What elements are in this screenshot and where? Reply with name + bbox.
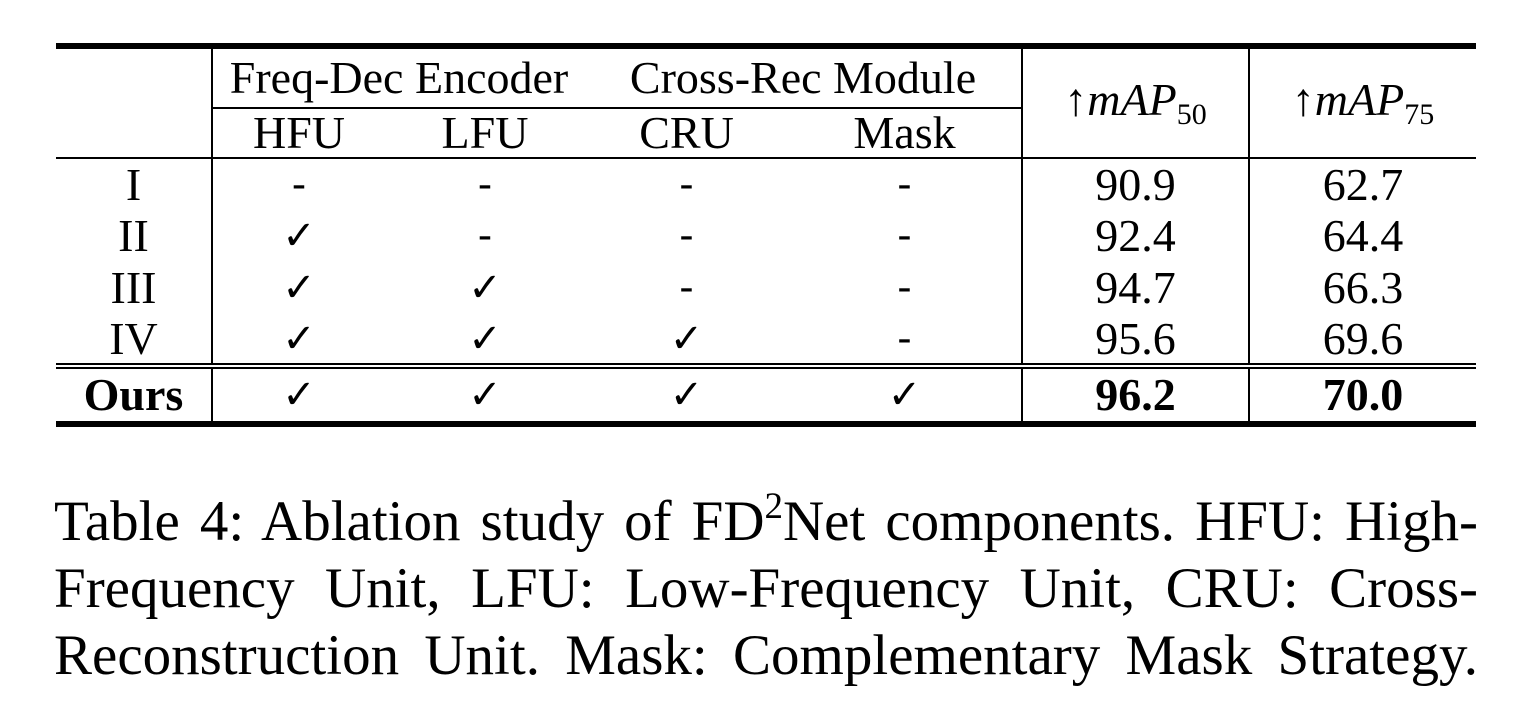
table-row: I - - - - 90.9 62.7 [56, 158, 1477, 210]
cell-hfu-mark: ✓ [212, 363, 385, 424]
header-group-cross-rec: Cross-Rec Module [585, 46, 1023, 109]
cell-map75-value: 70.0 [1248, 363, 1477, 424]
header-sub-hfu: HFU [212, 108, 385, 159]
row-label: II [56, 210, 213, 262]
map75-subscript: 75 [1404, 97, 1435, 131]
header-group-freq-dec: Freq-Dec Encoder [212, 46, 586, 109]
up-arrow-icon: ↑ [1291, 73, 1315, 125]
cell-map50-value: 90.9 [1021, 158, 1250, 210]
row-label: IV [56, 314, 213, 366]
table-caption: Table 4: Ablation study of FD2Net compon… [54, 488, 1478, 689]
cell-lfu-mark: ✓ [468, 315, 502, 362]
cell-cru-mark: ✓ [585, 363, 789, 424]
caption-line-2: Frequency Unit, LFU: Low-Frequency Unit,… [54, 557, 1478, 620]
caption-line-1: Table 4: Ablation study of FD2Net compon… [54, 488, 1478, 555]
header-sub-mask: Mask [788, 108, 1023, 159]
cell-mask-mark: - [897, 161, 912, 208]
row-label: III [56, 262, 213, 314]
cell-mask-mark: - [897, 213, 912, 259]
cell-mask-mark: ✓ [788, 363, 1023, 424]
cell-hfu-mark: ✓ [282, 265, 316, 311]
table-row-ours: Ours ✓ ✓ ✓ ✓ 96.2 70.0 [56, 363, 1477, 424]
cell-mask-mark: - [897, 315, 912, 362]
cell-map50-value: 95.6 [1021, 314, 1250, 366]
caption-line1-pre: Table 4: Ablation study of FD [54, 490, 765, 553]
cell-map50-value: 94.7 [1021, 262, 1250, 314]
row-label: Ours [56, 363, 213, 424]
map50-name: mAP [1087, 73, 1177, 125]
cell-cru-mark: ✓ [669, 315, 704, 362]
header-sub-cru: CRU [585, 108, 789, 159]
table-row: IV ✓ ✓ ✓ - 95.6 69.6 [56, 314, 1477, 366]
up-arrow-icon: ↑ [1064, 73, 1088, 125]
cell-lfu-mark: - [477, 161, 493, 208]
cell-map50-value: 96.2 [1021, 363, 1250, 424]
cell-map75-value: 64.4 [1248, 210, 1477, 262]
cell-hfu-mark: - [291, 161, 307, 208]
ablation-table-wrap: Freq-Dec Encoder Cross-Rec Module ↑mAP50… [56, 43, 1477, 427]
row-label: I [56, 158, 213, 210]
cell-lfu-mark: ✓ [468, 265, 502, 311]
cell-map75-value: 66.3 [1248, 262, 1477, 314]
ablation-table: Freq-Dec Encoder Cross-Rec Module ↑mAP50… [56, 43, 1477, 427]
caption-line-3: Reconstruction Unit. Mask: Complementary… [54, 624, 1478, 687]
cell-hfu-mark: ✓ [282, 315, 316, 362]
header-map75: ↑mAP75 [1248, 46, 1477, 159]
cell-cru-mark: - [679, 213, 694, 259]
map75-name: mAP [1314, 73, 1405, 125]
map50-subscript: 50 [1176, 97, 1207, 131]
header-corner-cell [56, 46, 213, 159]
header-sub-lfu: LFU [385, 108, 586, 159]
cell-hfu-mark: ✓ [282, 213, 316, 259]
cell-map75-value: 62.7 [1248, 158, 1477, 210]
cell-mask-mark: - [897, 265, 912, 311]
table-row: III ✓ ✓ - - 94.7 66.3 [56, 262, 1477, 314]
cell-lfu-mark: - [477, 213, 493, 259]
cell-lfu-mark: ✓ [385, 363, 586, 424]
cell-map50-value: 92.4 [1021, 210, 1250, 262]
cell-cru-mark: - [679, 265, 694, 311]
caption-superscript-2: 2 [764, 486, 784, 527]
caption-line1-post: Net components. HFU: High- [783, 490, 1478, 553]
cell-cru-mark: - [679, 161, 694, 208]
header-map50: ↑mAP50 [1021, 46, 1250, 159]
cell-map75-value: 69.6 [1248, 314, 1477, 366]
table-row: II ✓ - - - 92.4 64.4 [56, 210, 1477, 262]
